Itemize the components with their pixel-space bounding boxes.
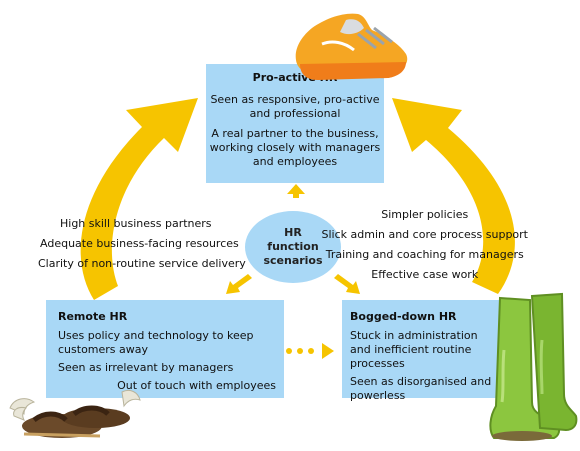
arrow-to-bogged — [334, 274, 360, 294]
right-factors-list: Simpler policies Slick admin and core pr… — [322, 205, 529, 285]
bogged-down-hr-line1: Stuck in administration and inefficient … — [350, 329, 478, 370]
right-factor-1: Simpler policies — [381, 208, 469, 221]
left-factor-3: Clarity of non-routine service delivery — [38, 257, 246, 270]
arrow-to-proactive — [287, 184, 305, 198]
winged-sandals-icon — [9, 389, 141, 438]
proactive-hr-line1: Seen as responsive, pro-active and profe… — [210, 93, 380, 120]
bogged-down-hr-title: Bogged-down HR — [350, 310, 457, 323]
proactive-hr-box: Pro-active HR Seen as responsive, pro-ac… — [206, 64, 384, 183]
bogged-down-hr-box: Bogged-down HR Stuck in administration a… — [342, 300, 506, 402]
center-line3: scenarios — [263, 254, 323, 267]
right-factor-2: Slick admin and core process support — [321, 228, 529, 241]
left-factor-1: High skill business partners — [60, 217, 212, 230]
bogged-down-hr-line2: Seen as disorganised and powerless — [350, 375, 492, 402]
remote-hr-title: Remote HR — [58, 310, 128, 323]
left-factors-list: High skill business partners Adequate bu… — [38, 214, 246, 274]
left-factor-2: Adequate business-facing resources — [40, 237, 239, 250]
proactive-hr-line2: A real partner to the business, working … — [209, 127, 381, 168]
hr-function-scenarios-ellipse: HR function scenarios — [245, 211, 341, 283]
remote-hr-box: Remote HR Uses policy and technology to … — [46, 300, 284, 398]
sneaker-icon — [295, 13, 408, 80]
right-factor-4: Effective case work — [371, 268, 479, 281]
remote-hr-line3: Out of touch with employees — [117, 379, 276, 392]
center-line2: function — [267, 240, 319, 253]
remote-hr-line2: Seen as irrelevant by managers — [58, 361, 234, 374]
arrow-to-remote — [226, 274, 252, 294]
right-factor-3: Training and coaching for managers — [325, 248, 524, 261]
rubber-boots-icon — [489, 292, 578, 441]
center-line1: HR — [284, 226, 302, 239]
remote-hr-line1: Uses policy and technology to keep custo… — [58, 329, 254, 356]
right-curved-arrow — [392, 98, 515, 294]
left-curved-arrow — [80, 98, 198, 300]
